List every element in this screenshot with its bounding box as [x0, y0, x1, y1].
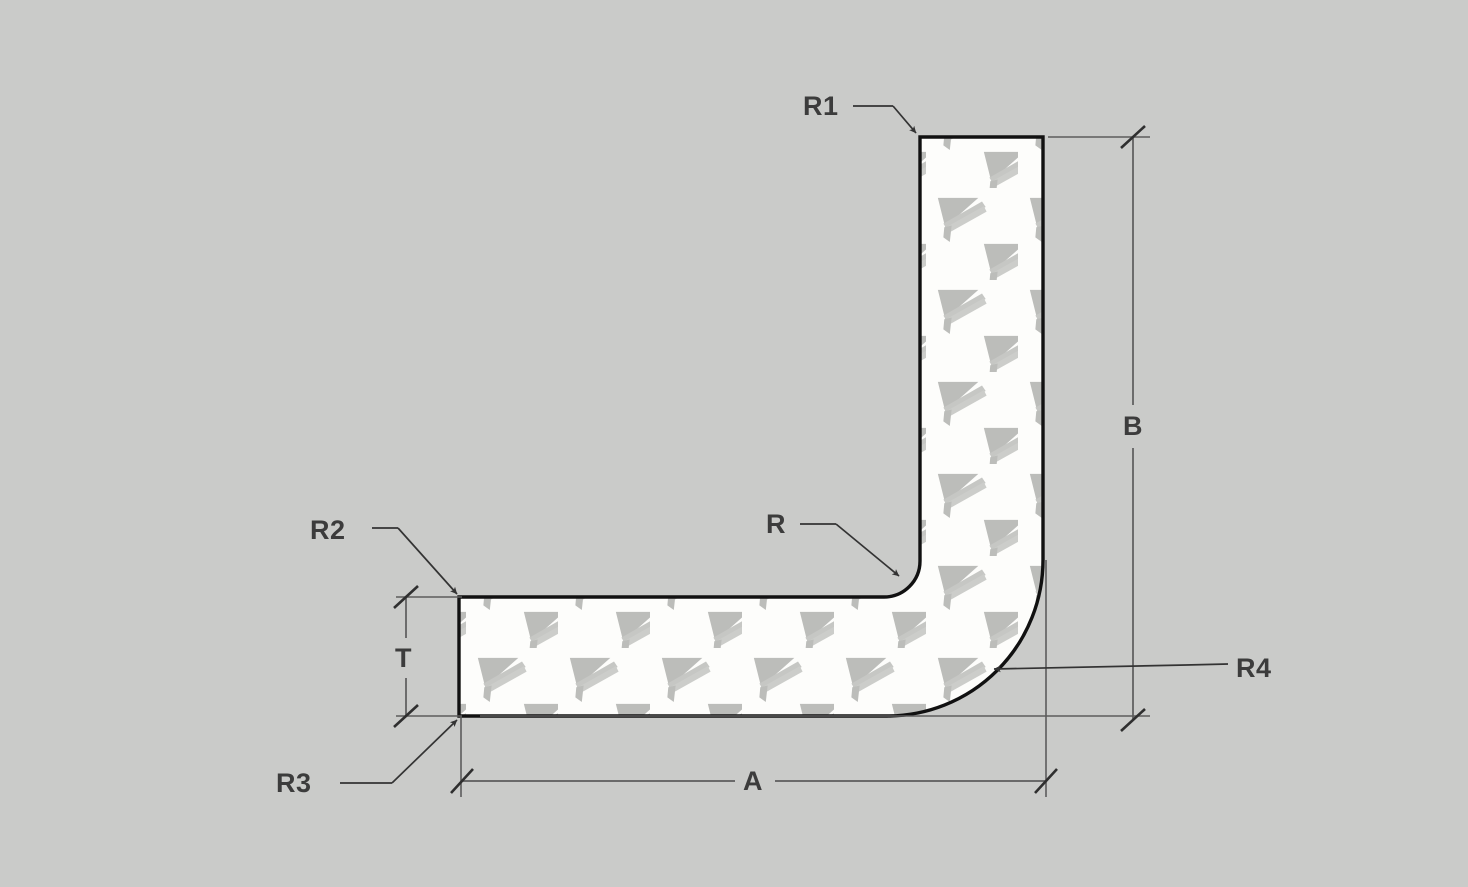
dim-tick-a-end: [1034, 768, 1058, 794]
label-r1: R1: [803, 91, 839, 121]
leader-r-arrow: [835, 523, 900, 577]
label-height-b: B: [1123, 411, 1143, 441]
leader-r4-arrow: [993, 664, 1187, 673]
part-cross-section: [457, 135, 1045, 718]
leader-r4-stub: [1185, 663, 1229, 666]
leader-lines: [340, 105, 1229, 784]
leader-r3-arrow: [391, 719, 458, 784]
dim-tick-t-start: [393, 585, 419, 609]
dimension-t: [393, 585, 419, 728]
part-hatch-fill: [459, 137, 1043, 716]
leader-r1-arrow: [892, 105, 917, 134]
dim-tick-b-start: [1120, 125, 1146, 149]
dim-tick-t-end: [393, 704, 419, 728]
dim-tick-a-start: [450, 768, 474, 794]
label-r-inner: R: [766, 509, 786, 539]
label-length-a: A: [743, 766, 763, 796]
dim-tick-b-end: [1120, 708, 1146, 732]
dimension-a: [450, 768, 1058, 794]
label-thickness-t: T: [395, 643, 412, 673]
label-r4: R4: [1236, 653, 1272, 683]
label-r2: R2: [310, 515, 346, 545]
part-outline: [457, 135, 1045, 718]
label-r3: R3: [276, 768, 312, 798]
leader-r2-arrow: [397, 527, 458, 595]
dimension-b: [1120, 125, 1146, 732]
